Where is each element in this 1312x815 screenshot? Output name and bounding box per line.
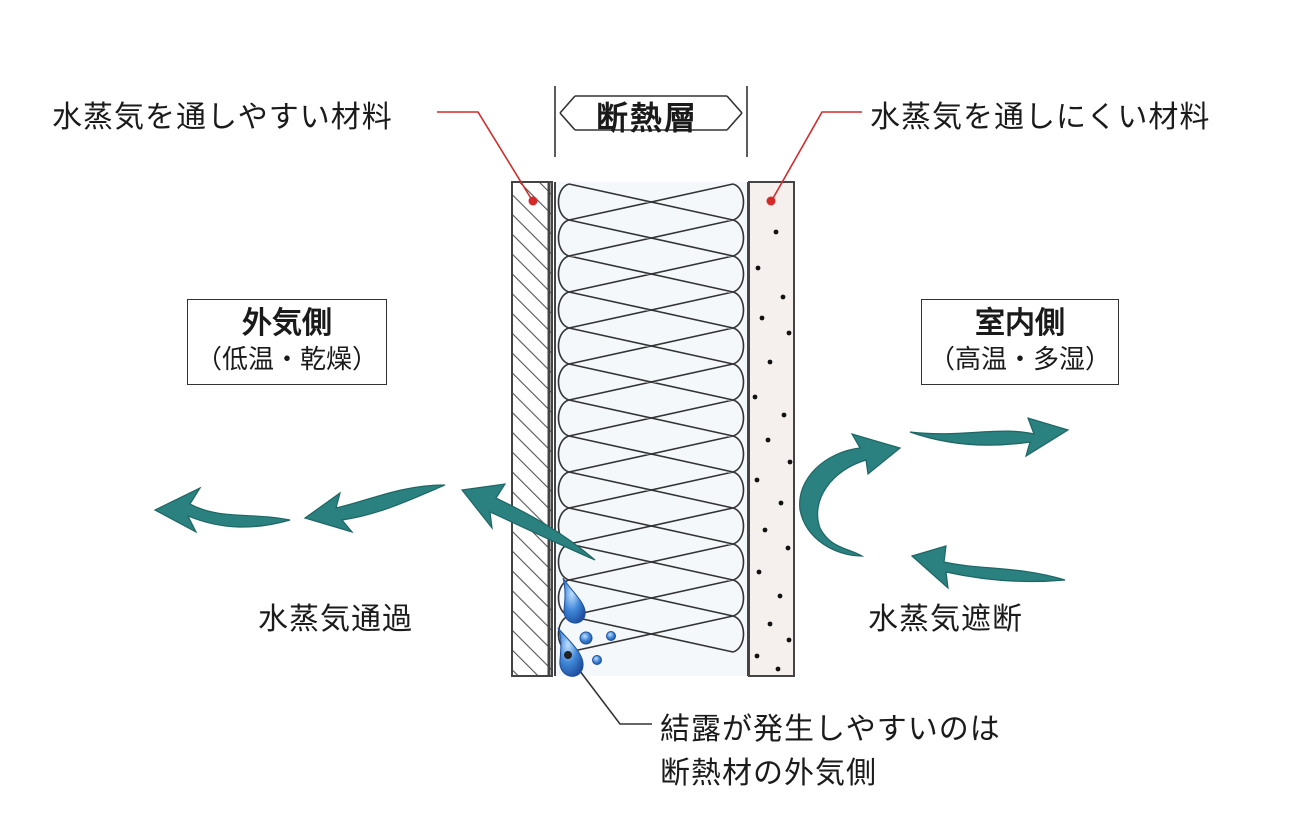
board-dot	[781, 412, 787, 418]
permeable-material-label: 水蒸気を通しやすい材料	[52, 100, 393, 135]
outside-box: 外気側 （低温・乾燥）	[187, 299, 387, 385]
board-dot	[767, 621, 773, 627]
vapor-arrow-right-top	[909, 417, 1070, 458]
board-dot	[767, 359, 773, 365]
vapor-arrow-right-bottom	[910, 545, 1066, 590]
board-dot	[775, 666, 781, 672]
vapor-arrows	[153, 417, 1070, 590]
vapor-arrow-left-3	[460, 483, 596, 561]
outside-subtitle: （低温・乾燥）	[195, 345, 378, 375]
vapor-arrow-bounce	[799, 433, 902, 557]
water-drops-icon	[557, 577, 616, 677]
condensation-note-line1: 結露が発生しやすいのは	[660, 712, 1001, 747]
board-dot	[756, 569, 762, 575]
impermeable-board	[748, 181, 795, 677]
vapor-block-label: 水蒸気遮断	[868, 602, 1023, 637]
board-dot	[754, 653, 760, 659]
vapor-arrow-left-1	[153, 486, 291, 534]
board-dot	[778, 500, 784, 506]
insulation-layer-label: 断熱層	[596, 99, 699, 137]
insulation-bracket	[554, 86, 748, 157]
vapor-arrow-left-2	[303, 484, 446, 534]
board-dot	[765, 437, 771, 443]
board-dot	[780, 294, 786, 300]
inside-title: 室内側	[975, 306, 1065, 341]
board-dot	[786, 330, 792, 336]
board-dot	[773, 229, 779, 235]
inside-subtitle: （高温・多湿）	[928, 345, 1111, 375]
board-dot	[787, 459, 793, 465]
board-dot	[759, 315, 765, 321]
vapor-pass-label: 水蒸気通過	[258, 602, 413, 637]
board-dot	[754, 477, 760, 483]
board-dot	[755, 265, 761, 271]
board-dot	[786, 637, 792, 643]
outside-title: 外気側	[242, 306, 332, 341]
leader-impermeable	[766, 111, 862, 206]
impermeable-material-label: 水蒸気を通しにくい材料	[870, 100, 1211, 135]
condensation-leader	[566, 653, 652, 725]
condensation-note-line2: 断熱材の外気側	[660, 756, 877, 791]
permeable-board	[511, 181, 553, 677]
inside-box: 室内側 （高温・多湿）	[921, 299, 1119, 385]
board-dot	[762, 527, 768, 533]
insulation-layer	[554, 182, 749, 676]
board-dot	[777, 593, 783, 599]
board-dot	[785, 545, 791, 551]
board-dot	[752, 394, 758, 400]
leader-permeable	[437, 111, 538, 206]
